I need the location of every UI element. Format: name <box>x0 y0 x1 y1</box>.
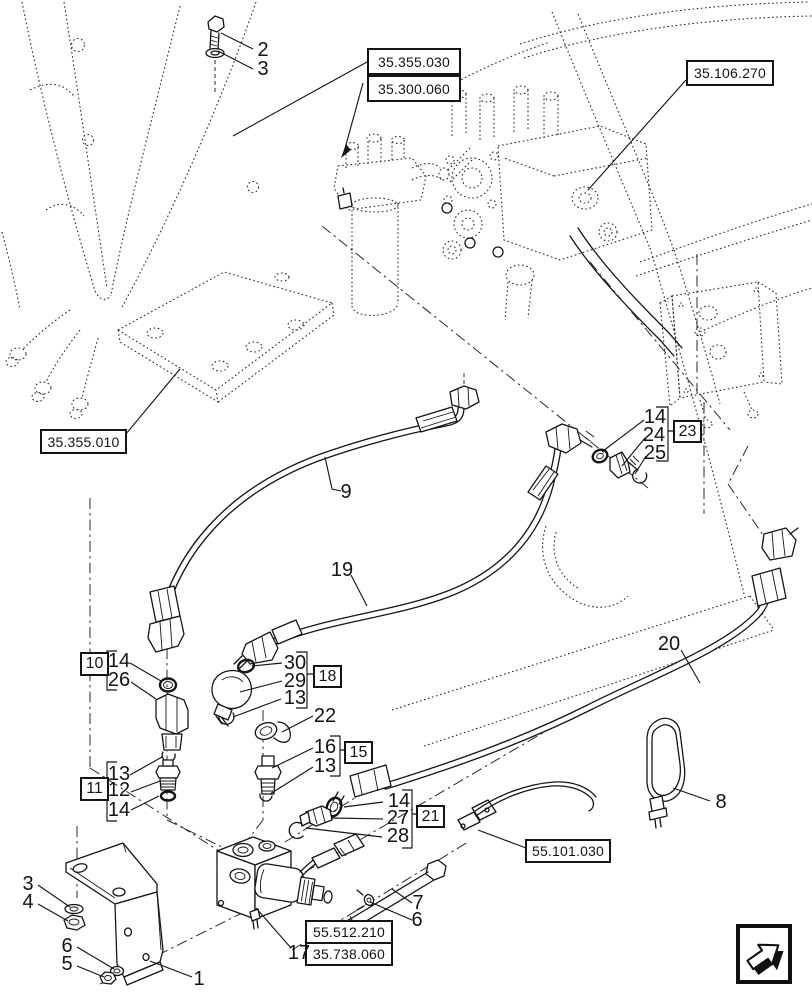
callout-6-left: 6 <box>61 935 73 957</box>
callout-19: 19 <box>330 559 354 581</box>
callout-5: 5 <box>61 953 73 975</box>
callout-6-right: 6 <box>411 909 423 931</box>
callout-12: 12 <box>107 779 131 801</box>
valve-block-part <box>216 833 365 930</box>
callout-24: 24 <box>642 424 666 446</box>
forward-arrow-icon <box>746 943 784 975</box>
harness-part <box>457 781 597 831</box>
fittings-mid-column <box>211 658 291 802</box>
callout-25: 25 <box>643 442 667 464</box>
callout-3-bottom: 3 <box>22 873 34 895</box>
callout-27: 27 <box>386 807 410 829</box>
top-frame-curves <box>427 1 812 333</box>
callout-8: 8 <box>715 791 727 813</box>
callout-14-b: 14 <box>107 799 131 821</box>
port-fittings-right <box>591 448 648 484</box>
callout-13-c: 13 <box>313 755 337 777</box>
support-panel-outline <box>391 11 775 747</box>
group-box-15: 15 <box>344 741 373 764</box>
callout-4: 4 <box>22 891 34 913</box>
clamp-8-part <box>646 717 686 829</box>
callout-30: 30 <box>283 652 307 674</box>
ref-box-35-738-060[interactable]: 35.738.060 <box>305 942 393 966</box>
callout-13-a: 13 <box>107 763 131 785</box>
callout-14-c: 14 <box>387 790 411 812</box>
bracket-1-part <box>63 842 164 986</box>
group-box-18: 18 <box>313 665 342 688</box>
hose-9-part <box>147 370 480 653</box>
callout-13-b: 13 <box>283 687 307 709</box>
ref-box-35-355-010[interactable]: 35.355.010 <box>40 429 127 454</box>
callout-14-a: 14 <box>107 650 131 672</box>
callout-9: 9 <box>340 481 352 503</box>
ref-box-55-512-210[interactable]: 55.512.210 <box>305 920 393 944</box>
fittings-left-column <box>155 677 189 802</box>
callout-28: 28 <box>386 825 410 847</box>
fittings-hose20-end <box>288 796 343 840</box>
ref-box-35-106-270[interactable]: 35.106.270 <box>686 60 774 86</box>
callout-3-top: 3 <box>257 58 269 80</box>
group-box-11: 11 <box>80 777 109 801</box>
hydraulic-pump-outline <box>441 85 683 357</box>
group-box-10: 10 <box>80 652 109 676</box>
callout-26: 26 <box>107 669 131 691</box>
callout-20: 20 <box>657 633 681 655</box>
bolt-2-part <box>205 15 225 95</box>
callout-17: 17 <box>287 942 311 964</box>
callout-16: 16 <box>313 736 337 758</box>
oil-filter-outline <box>333 133 475 316</box>
leader-lines <box>37 32 711 978</box>
ref-box-55-101-030[interactable]: 55.101.030 <box>525 839 611 863</box>
machine-arm-outline <box>1 1 260 420</box>
rear-bracket-plate-outline <box>659 281 783 429</box>
ref-box-35-300-060[interactable]: 35.300.060 <box>367 75 461 102</box>
hose-19-part <box>233 423 595 669</box>
callout-14-right: 14 <box>643 406 667 428</box>
mounting-plate-outline <box>116 271 335 404</box>
group-box-23: 23 <box>673 420 702 443</box>
callout-7: 7 <box>412 892 424 914</box>
hose-20-part <box>332 527 799 805</box>
callout-22: 22 <box>313 705 337 727</box>
group-box-21: 21 <box>416 805 445 828</box>
page-nav-button[interactable] <box>736 924 792 984</box>
callout-1: 1 <box>193 968 205 990</box>
callout-2: 2 <box>257 39 269 61</box>
ref-box-35-355-030[interactable]: 35.355.030 <box>367 48 461 75</box>
callout-29: 29 <box>283 670 307 692</box>
